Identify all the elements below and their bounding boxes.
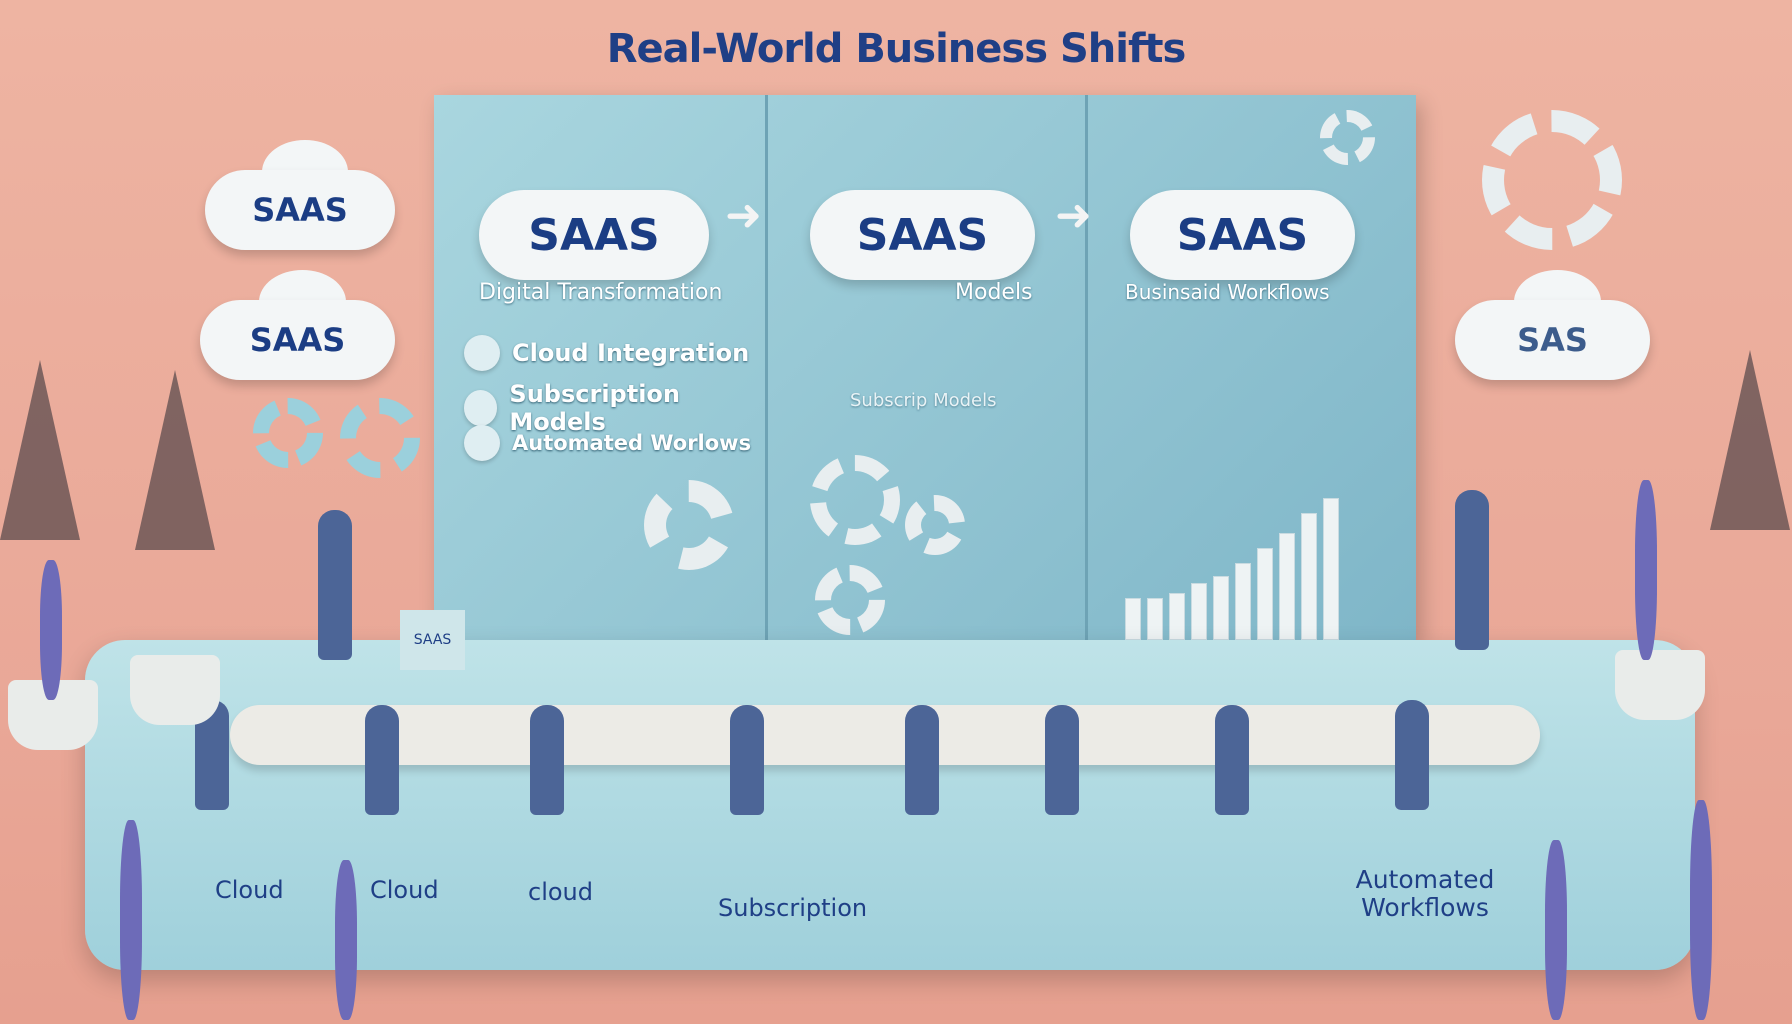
saas-box: SAAS <box>400 610 465 670</box>
saas-cloud-left-bottom: SAAS <box>200 269 395 380</box>
gear-icon <box>340 398 420 478</box>
power-tower-icon <box>0 360 80 540</box>
seated-person <box>1395 700 1429 810</box>
standing-person <box>318 510 352 660</box>
standing-person <box>1455 490 1489 650</box>
seated-person <box>730 705 764 815</box>
bar <box>1301 513 1317 640</box>
bottom-label: Cloud <box>215 876 284 904</box>
saas-cloud: SAAS <box>479 155 709 280</box>
bottom-label: Cloud <box>370 876 439 904</box>
bar <box>1147 598 1163 640</box>
bar <box>1323 498 1339 640</box>
lavender-plant <box>335 860 357 1020</box>
lavender-plant <box>1690 800 1712 1020</box>
lavender-plant <box>1635 480 1657 660</box>
gear-icon <box>905 495 965 555</box>
gear-icon <box>1482 110 1622 250</box>
bar <box>1169 593 1185 640</box>
panel-heading: Digital Transformation <box>479 280 723 305</box>
bar <box>1125 598 1141 640</box>
lavender-plant <box>40 560 62 700</box>
seated-person <box>530 705 564 815</box>
plant-pot <box>130 655 220 725</box>
panel-subtext: Subscrip Models <box>850 390 997 411</box>
list-item: Subscription Models <box>464 380 765 436</box>
panel-models: SAAS Models Subscrip Models <box>765 95 1088 640</box>
saas-cloud: SAAS <box>810 155 1035 280</box>
bar <box>1279 533 1295 640</box>
arrow-right-icon: ➜ <box>725 190 762 241</box>
bottom-label: Automated Workflows <box>1355 865 1495 922</box>
workflow-icon <box>464 425 500 461</box>
bar <box>1257 548 1273 640</box>
item-label: Subscription Models <box>509 380 680 436</box>
item-label: Automated Worlows <box>512 431 752 455</box>
saas-cloud-left-top: SAAS <box>205 139 395 250</box>
gear-icon <box>810 455 900 545</box>
arrow-right-icon: ➜ <box>1055 190 1092 241</box>
gear-icon <box>815 565 885 635</box>
panel-digital-transformation: SAAS Digital Transformation Cloud Integr… <box>434 95 768 640</box>
power-tower-icon <box>1710 350 1790 530</box>
gear-icon <box>1320 110 1375 165</box>
plant-pot <box>1615 650 1705 720</box>
sas-cloud-right: SAS <box>1455 269 1650 380</box>
bar <box>1213 576 1229 640</box>
lavender-plant <box>1545 840 1567 1020</box>
gear-icon <box>253 398 323 468</box>
panel-heading: Models <box>955 280 1033 305</box>
seated-person <box>365 705 399 815</box>
list-item: Cloud Integration <box>464 335 749 371</box>
gear-icon <box>644 480 734 570</box>
bar <box>1235 563 1251 640</box>
panel-heading: Businsaid Workflows <box>1125 280 1330 304</box>
lavender-plant <box>120 820 142 1020</box>
growth-bar-chart <box>1125 490 1365 640</box>
office-table <box>230 705 1540 765</box>
panel-workflows: SAAS Businsaid Workflows <box>1085 95 1416 640</box>
power-tower-icon <box>135 370 215 550</box>
cloud-icon <box>464 335 500 371</box>
bottom-label: cloud <box>528 878 593 906</box>
list-item: Automated Worlows <box>464 425 751 461</box>
item-label: Cloud Integration <box>512 339 750 367</box>
seated-person <box>1045 705 1079 815</box>
subscription-icon <box>464 390 498 426</box>
seated-person <box>905 705 939 815</box>
bar <box>1191 583 1207 640</box>
saas-cloud: SAAS <box>1130 155 1355 280</box>
page-title: Real-World Business Shifts <box>606 26 1187 72</box>
seated-person <box>1215 705 1249 815</box>
bottom-label: Subscription <box>718 894 868 922</box>
transformation-board: SAAS Digital Transformation Cloud Integr… <box>434 95 1416 640</box>
